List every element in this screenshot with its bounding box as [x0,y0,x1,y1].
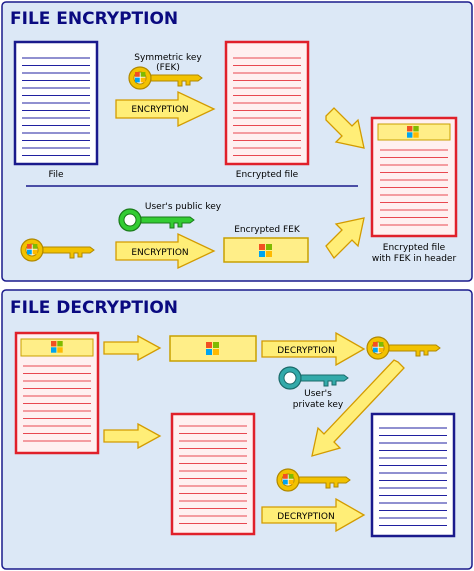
encrypted-file-with-header [370,116,458,238]
arrow-to-result-up [325,217,365,260]
fek-key-decrypt-icon [276,468,351,492]
encrypted-fek-block [223,237,309,263]
private-key-label: User's [304,389,332,399]
decrypted-file-document [370,412,456,538]
fek-key-icon [20,238,95,262]
symmetric-key-label-fek: (FEK) [156,63,180,73]
encryption-arrow-1: ENCRYPTION [115,90,216,128]
symmetric-key-label: Symmetric key [134,53,202,63]
plain-file-document [13,40,99,166]
svg-text:DECRYPTION: DECRYPTION [277,512,334,522]
decryption-encrypted-fek-block [169,335,257,362]
svg-text:ENCRYPTION: ENCRYPTION [131,105,188,115]
encrypted-file-label: Encrypted file [236,170,299,180]
input-encrypted-file-with-header [14,331,100,455]
encrypted-file-body [170,412,256,536]
public-key-label: User's public key [145,202,222,212]
arrow-to-result-down [325,107,365,149]
encrypted-file-document [224,40,310,166]
svg-text:DECRYPTION: DECRYPTION [277,346,334,356]
encrypted-fek-label: Encrypted FEK [234,225,301,235]
private-key-icon [278,366,349,390]
svg-text:ENCRYPTION: ENCRYPTION [131,248,188,258]
arrow-body-to-encrypted [103,422,162,450]
arrow-key-down-left [311,359,405,457]
result-label-header: with FEK in header [372,254,457,264]
decryption-title: FILE DECRYPTION [10,298,178,318]
encryption-arrow-2: ENCRYPTION [115,232,216,270]
encryption-title: FILE ENCRYPTION [10,9,178,29]
symmetric-key-icon [128,66,203,90]
file-label: File [48,170,64,180]
public-key-icon [118,208,195,232]
arrow-header-to-fek [103,334,162,362]
result-label: Encrypted file [383,243,446,253]
private-key-label-2: private key [293,400,344,410]
decryption-arrow-2: DECRYPTION [261,497,366,533]
decryption-arrow-1: DECRYPTION [261,331,366,367]
recovered-fek-key-icon [366,336,441,360]
